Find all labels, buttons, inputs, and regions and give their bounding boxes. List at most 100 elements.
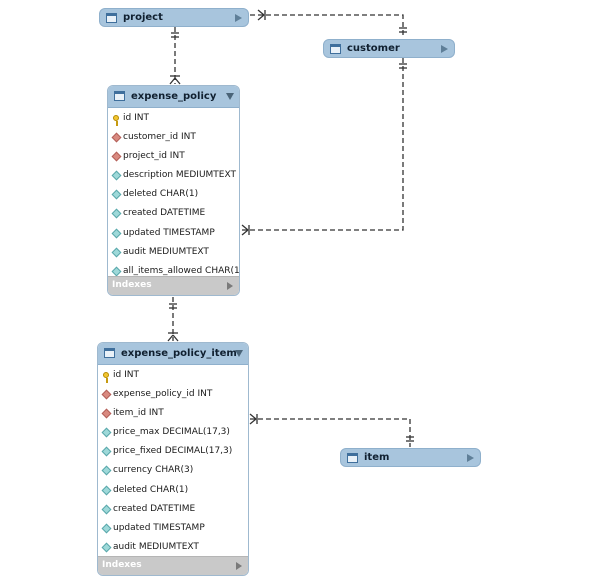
table-icon (104, 348, 115, 358)
expand-arrow-icon[interactable] (227, 282, 233, 290)
table-header[interactable]: expense_policy (108, 86, 239, 108)
column-label: deleted CHAR(1) (113, 484, 189, 495)
primary-key-icon (103, 372, 109, 383)
connector-item-expense-policy-item (250, 418, 411, 447)
foreign-key-icon (101, 389, 112, 400)
column-row[interactable]: item_id INT (98, 405, 248, 424)
connector-project-customer (250, 14, 404, 38)
connector-customer-expense-policy (242, 58, 404, 231)
table-expense-policy-item[interactable]: expense_policy_item id INT expense_policy… (97, 342, 249, 576)
column-row[interactable]: price_fixed DECIMAL(17,3) (98, 443, 248, 462)
table-icon (106, 13, 117, 23)
column-row[interactable]: created DATETIME (98, 501, 248, 520)
table-project[interactable]: project (99, 8, 249, 27)
table-name: customer (347, 43, 400, 54)
column-icon (101, 427, 112, 438)
table-header[interactable]: expense_policy_item (98, 343, 248, 365)
crows-foot-many-marker (241, 224, 249, 231)
column-label: audit MEDIUMTEXT (113, 541, 199, 552)
crows-foot-many-marker (241, 229, 249, 236)
column-icon (111, 228, 122, 239)
column-label: item_id INT (113, 408, 164, 419)
indexes-section[interactable]: Indexes (108, 276, 239, 295)
expand-arrow-icon[interactable] (467, 454, 474, 462)
foreign-key-icon (101, 408, 112, 419)
primary-key-icon (113, 115, 119, 126)
column-label: created DATETIME (123, 208, 206, 219)
column-row[interactable]: project_id INT (108, 148, 239, 167)
table-name: expense_policy (131, 91, 217, 102)
column-row[interactable]: audit MEDIUMTEXT (98, 539, 248, 558)
column-icon (111, 247, 122, 258)
table-icon (114, 91, 125, 101)
column-label: id INT (113, 370, 139, 380)
column-label: audit MEDIUMTEXT (123, 246, 209, 257)
table-icon (347, 453, 358, 463)
column-icon (101, 523, 112, 534)
column-label: project_id INT (123, 151, 185, 162)
column-icon (111, 209, 122, 219)
column-icon (101, 542, 112, 553)
foreign-key-icon (111, 132, 122, 143)
crows-foot-many-marker (257, 9, 265, 16)
column-row[interactable]: currency CHAR(3) (98, 462, 248, 481)
column-icon (101, 485, 112, 496)
expand-arrow-icon[interactable] (235, 14, 242, 22)
column-label: description MEDIUMTEXT (123, 170, 236, 181)
table-icon (330, 44, 341, 54)
column-row[interactable]: id INT (98, 367, 248, 386)
column-icon (101, 504, 112, 515)
column-row[interactable]: price_max DECIMAL(17,3) (98, 424, 248, 443)
column-label: deleted CHAR(1) (123, 189, 199, 200)
column-label: price_fixed DECIMAL(17,3) (113, 446, 233, 457)
indexes-section[interactable]: Indexes (98, 556, 248, 575)
column-row[interactable]: created DATETIME (108, 205, 239, 224)
column-label: updated TIMESTAMP (113, 522, 205, 533)
column-row[interactable]: id INT (108, 110, 239, 129)
indexes-label: Indexes (102, 560, 142, 570)
column-label: created DATETIME (113, 503, 196, 514)
column-row[interactable]: all_items_allowed CHAR(1) (108, 263, 239, 282)
column-row[interactable]: updated TIMESTAMP (108, 225, 239, 244)
table-name: project (123, 12, 163, 23)
table-item[interactable]: item (340, 448, 481, 467)
column-icon (111, 266, 122, 277)
collapse-arrow-icon[interactable] (226, 93, 234, 100)
column-label: all_items_allowed CHAR(1) (123, 265, 240, 276)
crows-foot-many-marker (174, 77, 181, 85)
column-list: id INT expense_policy_id INT item_id INT pr… (98, 365, 248, 558)
table-expense-policy[interactable]: expense_policy id INT customer_id INT proj… (107, 85, 240, 296)
column-row[interactable]: expense_policy_id INT (98, 386, 248, 405)
column-icon (111, 170, 122, 181)
column-icon (101, 466, 112, 476)
crows-foot-many-marker (257, 14, 265, 21)
column-row[interactable]: description MEDIUMTEXT (108, 167, 239, 186)
column-row[interactable]: deleted CHAR(1) (108, 186, 239, 205)
column-label: currency CHAR(3) (113, 465, 194, 476)
crows-foot-many-marker (249, 413, 257, 420)
crows-foot-many-marker (172, 334, 179, 342)
crows-foot-many-marker (249, 418, 257, 425)
expand-arrow-icon[interactable] (236, 562, 242, 570)
column-row[interactable]: deleted CHAR(1) (98, 482, 248, 501)
collapse-arrow-icon[interactable] (235, 350, 243, 357)
column-row[interactable]: customer_id INT (108, 129, 239, 148)
column-list: id INT customer_id INT project_id INT descr… (108, 108, 239, 282)
column-label: id INT (123, 113, 149, 123)
column-label: customer_id INT (123, 132, 196, 143)
column-icon (111, 189, 122, 200)
column-row[interactable]: audit MEDIUMTEXT (108, 244, 239, 263)
column-label: updated TIMESTAMP (123, 227, 215, 238)
table-name: item (364, 452, 390, 463)
expand-arrow-icon[interactable] (441, 45, 448, 53)
crows-foot-many-marker (167, 334, 174, 342)
foreign-key-icon (111, 151, 122, 162)
column-row[interactable]: updated TIMESTAMP (98, 520, 248, 539)
column-icon (101, 446, 112, 457)
table-customer[interactable]: customer (323, 39, 455, 58)
table-name: expense_policy_item (121, 348, 237, 359)
indexes-label: Indexes (112, 280, 152, 290)
column-label: price_max DECIMAL(17,3) (113, 427, 230, 438)
column-label: expense_policy_id INT (113, 389, 213, 400)
